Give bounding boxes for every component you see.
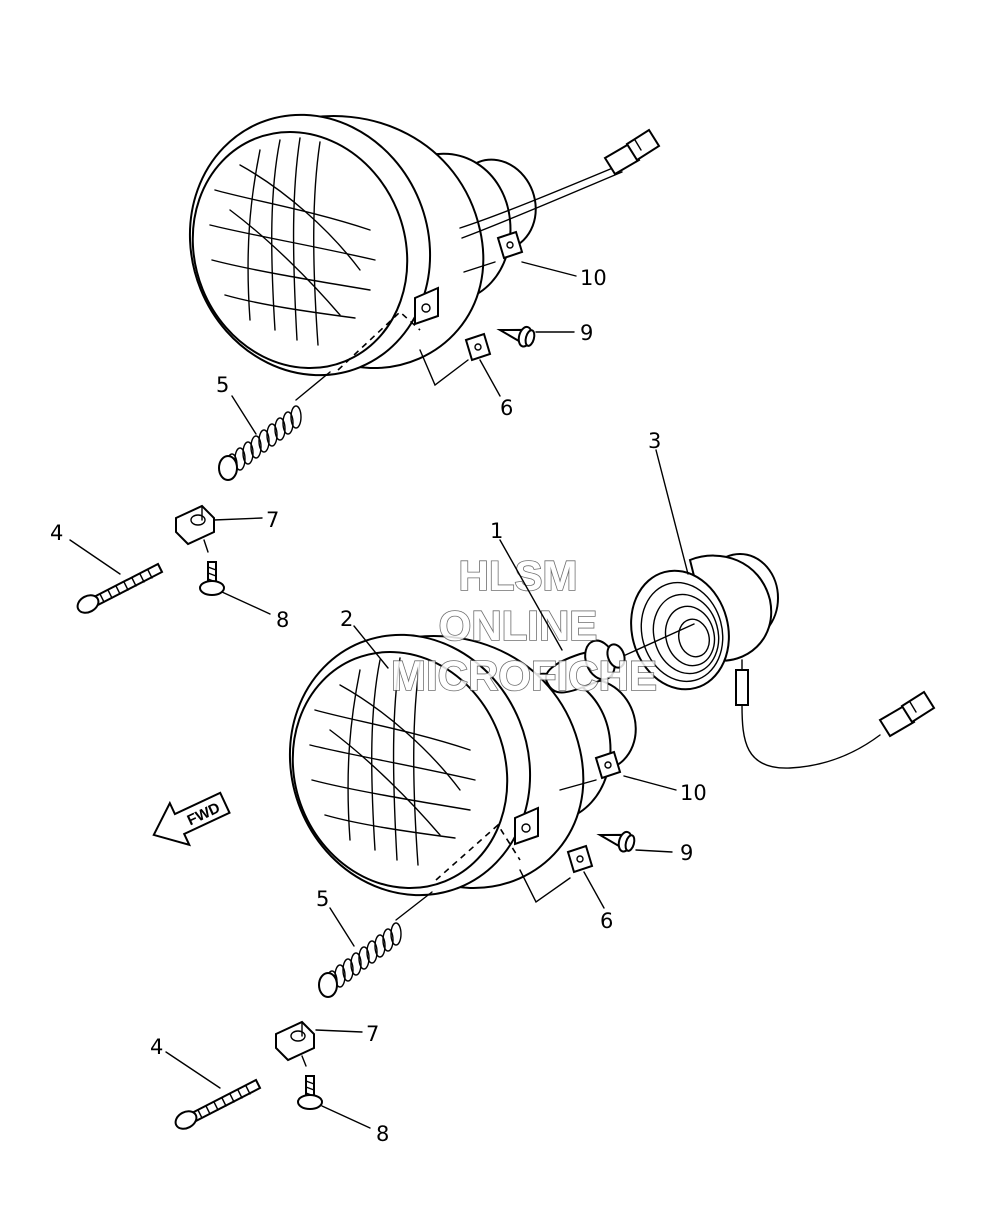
callout-6-upper: 6 — [500, 396, 513, 420]
callout-6-lower: 6 — [600, 909, 613, 933]
callout-8-lower: 8 — [376, 1122, 389, 1146]
upper-screw-9 — [496, 319, 538, 350]
callout-4-lower: 4 — [150, 1035, 163, 1059]
upper-tapping-screw-8 — [199, 561, 225, 596]
upper-spring-5 — [218, 405, 302, 481]
lower-screw-9 — [596, 824, 638, 855]
callout-3: 3 — [648, 429, 661, 453]
callout-8-upper: 8 — [276, 608, 289, 632]
bulb-socket-3 — [609, 553, 779, 691]
callout-7-upper: 7 — [266, 508, 279, 532]
lower-tapping-screw-8 — [297, 1075, 323, 1110]
upper-headlight — [150, 77, 550, 413]
callout-9-upper: 9 — [580, 321, 593, 345]
lower-spring-5 — [318, 922, 402, 998]
watermark: HLSM ONLINE MICROFICHE — [390, 551, 658, 700]
callout-10-lower: 10 — [680, 781, 707, 805]
callout-labels: 10 9 6 5 7 4 8 3 1 2 10 9 6 5 7 4 8 — [50, 266, 707, 1146]
callout-1: 1 — [490, 519, 503, 543]
svg-text:HLSM: HLSM — [459, 552, 578, 599]
svg-text:MICROFICHE: MICROFICHE — [391, 652, 657, 699]
callout-10-upper: 10 — [580, 266, 607, 290]
lower-clip-nut-6 — [567, 845, 593, 873]
svg-text:ONLINE: ONLINE — [439, 602, 598, 649]
socket-connector — [879, 691, 935, 737]
upper-clip-nut-6 — [465, 333, 491, 361]
forward-arrow-icon: FWD — [152, 791, 231, 847]
callout-leaders — [69, 261, 689, 1129]
callout-5-upper: 5 — [216, 373, 229, 397]
upper-screw-4 — [73, 563, 163, 618]
upper-bracket-7 — [175, 505, 215, 545]
lower-screw-4 — [171, 1079, 261, 1134]
bulb-1 — [545, 639, 626, 694]
callout-2: 2 — [340, 607, 353, 631]
lower-bracket-7 — [275, 1021, 315, 1061]
callout-9-lower: 9 — [680, 841, 693, 865]
callout-7-lower: 7 — [366, 1022, 379, 1046]
callout-5-lower: 5 — [316, 887, 329, 911]
upper-connector — [604, 129, 660, 175]
upper-wire — [459, 164, 621, 229]
callout-4-upper: 4 — [50, 521, 63, 545]
